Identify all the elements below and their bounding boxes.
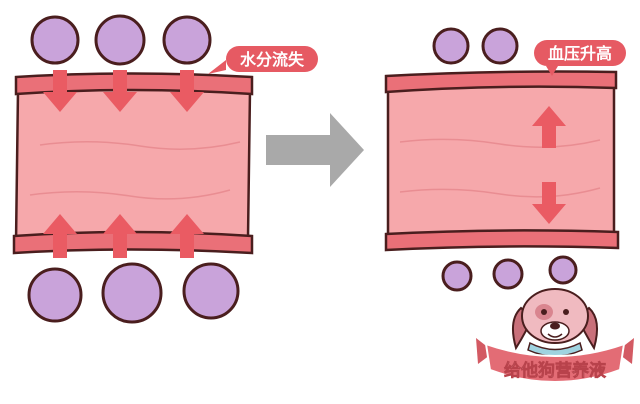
right-vessel-body — [386, 82, 616, 240]
right-vessel-bottom-wall — [384, 229, 620, 252]
left-top-cell-1 — [30, 15, 80, 65]
right-panel: 血压升高 — [384, 27, 626, 292]
left-inward-arrows-top — [43, 70, 204, 112]
left-vessel-body — [14, 83, 252, 244]
right-bottom-cell-3 — [548, 255, 578, 285]
left-label-tag: 水分流失 — [208, 46, 318, 74]
up-arrow-icon — [43, 214, 77, 258]
watermark-text: 给他狗营养液 — [504, 360, 606, 381]
transition-arrow-icon — [266, 113, 364, 187]
right-vessel-top-wall — [384, 70, 618, 94]
left-top-cell-3 — [162, 15, 212, 65]
up-arrow-icon — [103, 214, 137, 258]
down-arrow-icon — [532, 182, 566, 224]
left-bottom-cell-1 — [27, 267, 83, 323]
left-vessel-top-wall — [14, 72, 254, 96]
left-panel: 水分流失 — [12, 14, 318, 324]
left-bottom-cell-2 — [101, 262, 163, 324]
dog-mascot-icon — [511, 288, 599, 357]
up-arrow-icon — [532, 106, 566, 148]
down-arrow-icon — [43, 70, 77, 112]
watermark-banner: 给他狗营养液 — [476, 338, 634, 383]
right-top-cell-1 — [432, 27, 470, 65]
right-bottom-cell-2 — [492, 258, 524, 290]
right-label-text: 血压升高 — [548, 44, 612, 63]
left-vessel-bottom-wall — [12, 230, 254, 255]
right-bottom-cell-1 — [441, 260, 473, 292]
left-bottom-cell-3 — [182, 262, 240, 320]
down-arrow-icon — [103, 70, 137, 112]
up-arrow-icon — [170, 214, 204, 258]
right-top-cell-2 — [481, 27, 519, 65]
watermark: 给他狗营养液 — [476, 288, 634, 383]
left-inward-arrows-bottom — [43, 214, 204, 258]
left-label-text: 水分流失 — [240, 50, 305, 69]
down-arrow-icon — [170, 70, 204, 112]
right-label-tag: 血压升高 — [534, 40, 626, 76]
left-top-cell-2 — [94, 14, 146, 66]
